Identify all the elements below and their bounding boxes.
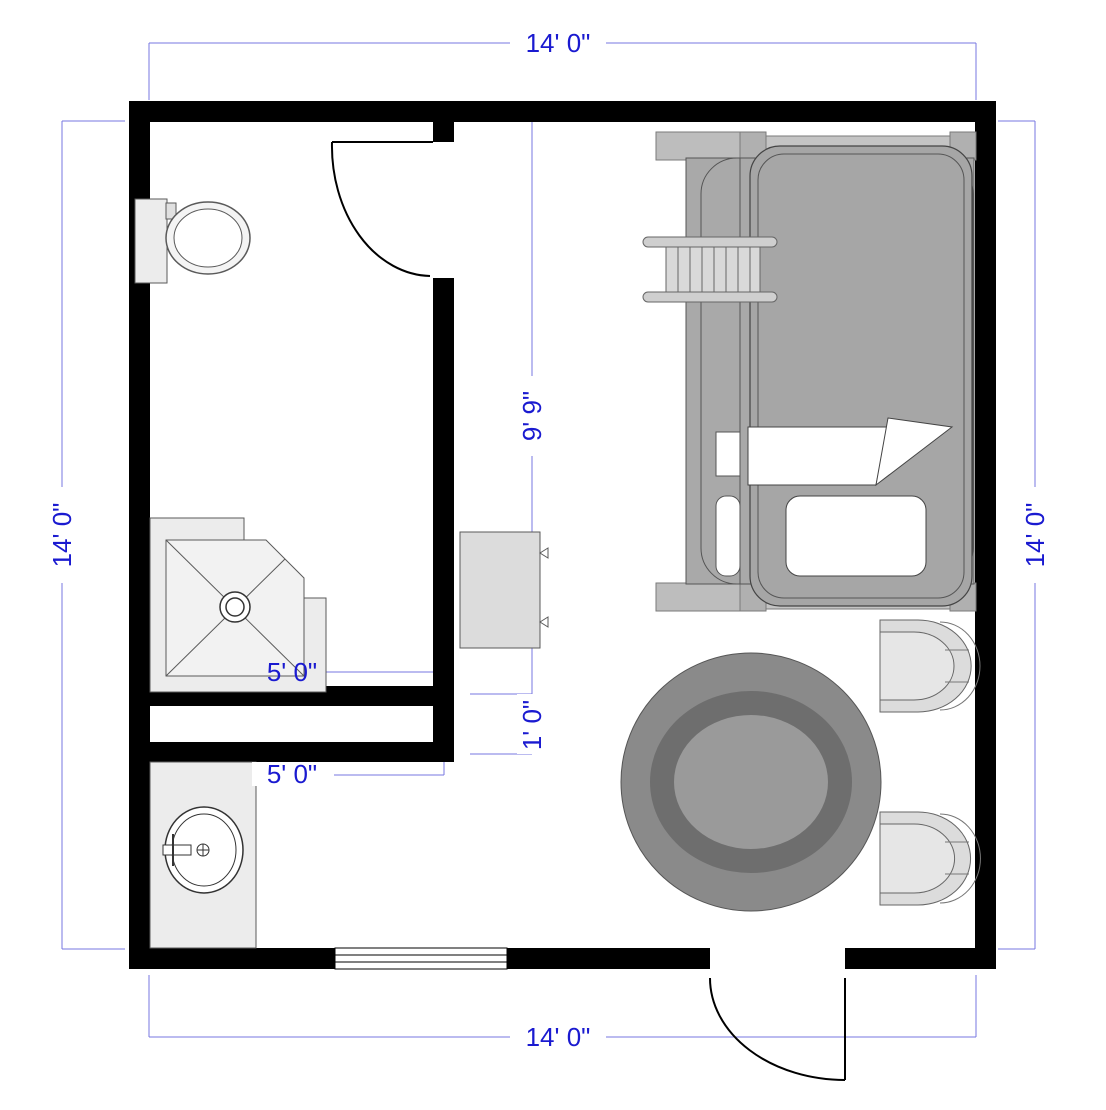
bunk-bed-icon — [642, 131, 977, 612]
walls — [129, 101, 996, 969]
dimension-hall-length: 9' 9" — [517, 391, 547, 441]
dimension-labels: 14' 0" 14' 0" 14' 0" 14' 0" 9' 9" 1' 0" … — [47, 28, 1050, 1052]
window-icon — [334, 947, 508, 970]
oval-rug-icon — [620, 652, 882, 912]
dimension-hall-width: 1' 0" — [517, 700, 547, 750]
dimension-closet-lower-width: 5' 0" — [267, 759, 317, 789]
armchair-icon — [879, 619, 981, 713]
dimension-right-height: 14' 0" — [1020, 503, 1050, 568]
dimension-closet-upper-width: 5' 0" — [267, 657, 317, 687]
vanity-sink-icon — [149, 761, 257, 949]
dimension-left-height: 14' 0" — [47, 503, 77, 568]
toilet-icon — [134, 198, 251, 284]
door-swing-icon — [709, 977, 846, 1081]
armchair-icon — [879, 811, 981, 906]
dimension-top-width: 14' 0" — [526, 28, 591, 58]
corner-shower-icon — [149, 517, 327, 693]
door-swing-icon — [330, 141, 433, 277]
desk-icon — [459, 531, 549, 649]
dimension-bottom-width: 14' 0" — [526, 1022, 591, 1052]
